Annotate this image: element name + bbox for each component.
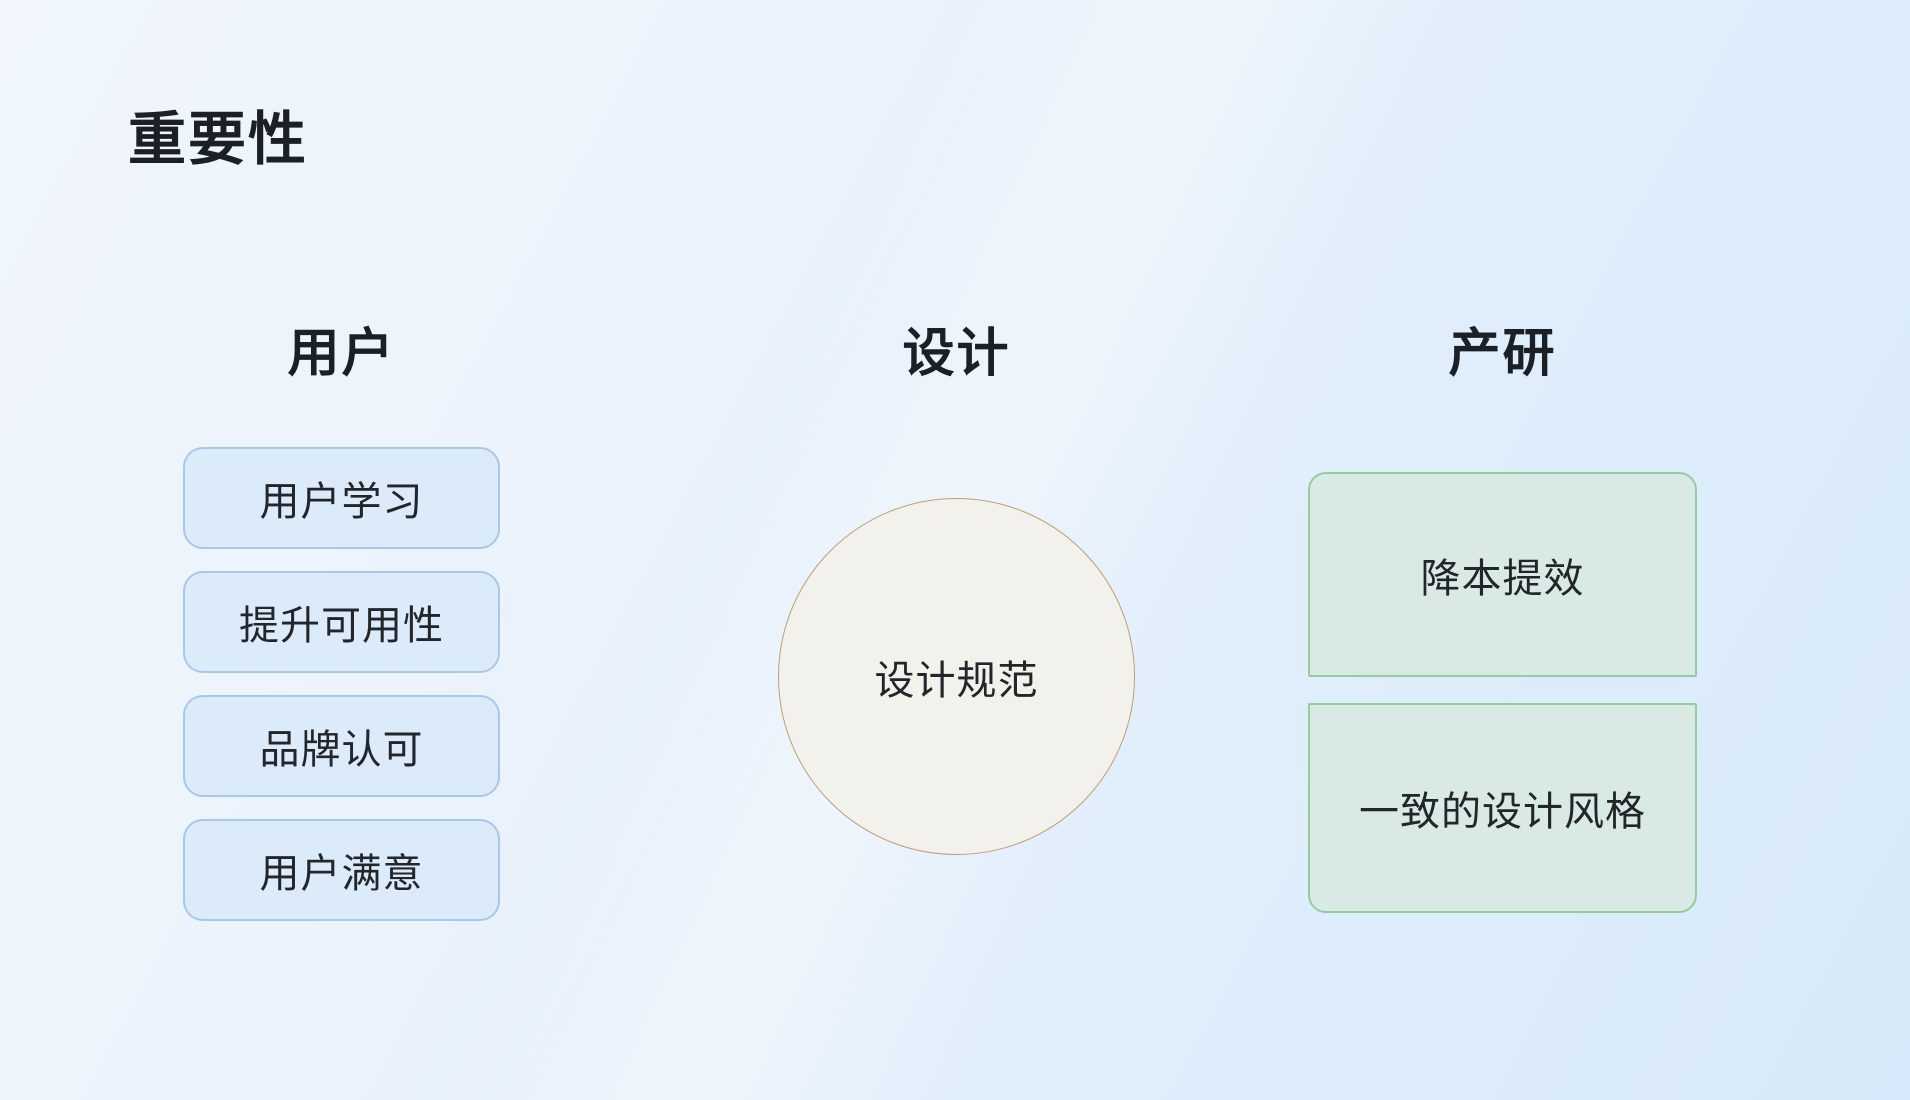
user-node-brand: 品牌认可 [183, 695, 500, 797]
column-design: 设计 设计规范 [778, 326, 1135, 855]
rnd-node-cost-efficiency: 降本提效 [1308, 472, 1697, 677]
column-user: 用户 用户学习 提升可用性 品牌认可 用户满意 [183, 326, 500, 921]
column-rnd-header: 产研 [1448, 325, 1557, 383]
column-rnd: 产研 降本提效 一致的设计风格 [1308, 326, 1697, 913]
design-spec-circle: 设计规范 [778, 498, 1135, 855]
column-design-header: 设计 [902, 325, 1011, 383]
user-node-usability: 提升可用性 [183, 571, 500, 673]
column-user-header: 用户 [287, 325, 396, 383]
page-title: 重要性 [128, 107, 309, 172]
rnd-node-consistent-style: 一致的设计风格 [1308, 703, 1697, 913]
user-node-learning: 用户学习 [183, 447, 500, 549]
user-node-satisfaction: 用户满意 [183, 819, 500, 921]
